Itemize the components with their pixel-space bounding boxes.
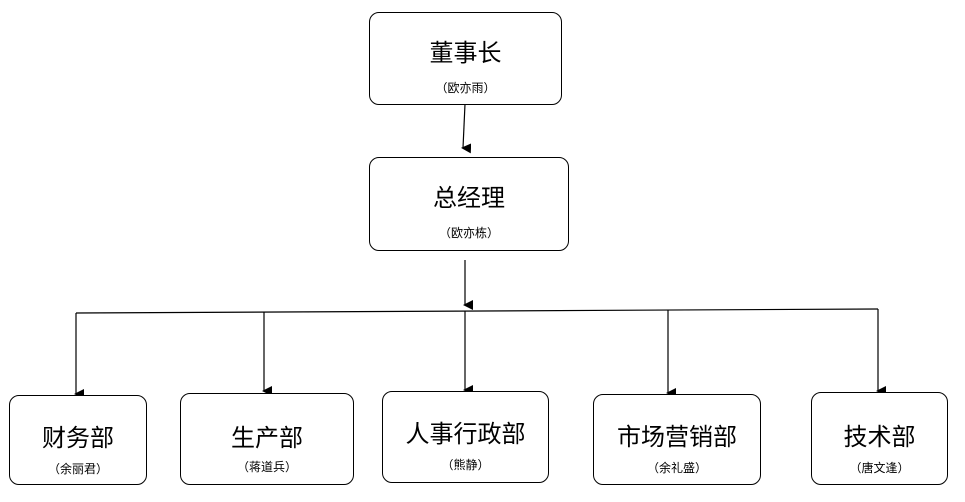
department-box-finance: 财务部 （余丽君） xyxy=(9,395,147,485)
chairman-title: 董事长 xyxy=(429,39,502,67)
department-title: 生产部 xyxy=(231,424,303,452)
department-person: （余礼盛） xyxy=(646,461,707,475)
department-title: 人事行政部 xyxy=(405,420,526,448)
department-person: （熊静） xyxy=(441,458,490,472)
department-title: 财务部 xyxy=(42,424,114,452)
department-person: （蒋道兵） xyxy=(236,460,297,474)
department-box-hr-admin: 人事行政部 （熊静） xyxy=(382,391,549,483)
department-person: （余丽君） xyxy=(47,462,108,476)
department-box-production: 生产部 （蒋道兵） xyxy=(180,393,354,485)
department-box-marketing: 市场营销部 （余礼盛） xyxy=(593,394,761,485)
gm-title: 总经理 xyxy=(433,184,505,212)
department-bus xyxy=(75,308,879,314)
department-title: 技术部 xyxy=(843,423,916,451)
chairman-box: 董事长 （欧亦雨） xyxy=(369,12,562,105)
chairman-person: （欧亦雨） xyxy=(435,81,496,95)
department-person: （唐文逢） xyxy=(849,461,910,475)
gm-person: （欧亦栋） xyxy=(438,226,499,240)
gm-box: 总经理 （欧亦栋） xyxy=(369,157,569,251)
department-title: 市场营销部 xyxy=(617,423,737,451)
connector-chairman-gm xyxy=(461,103,472,154)
department-box-tech: 技术部 （唐文逢） xyxy=(811,392,948,485)
